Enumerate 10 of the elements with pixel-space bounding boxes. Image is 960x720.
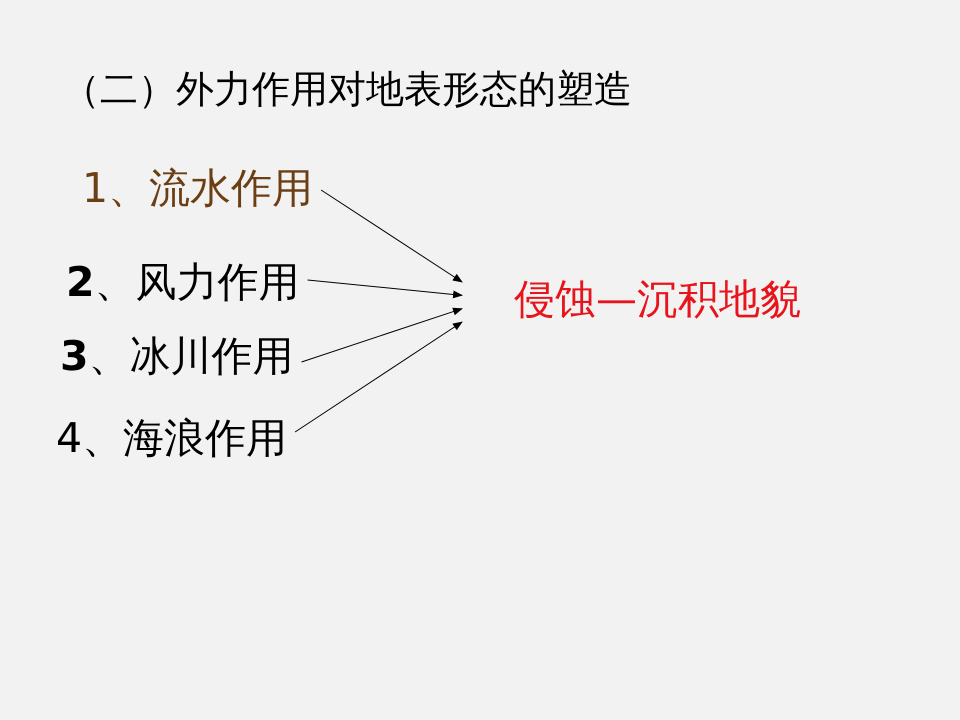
process-label: 4、海浪作用	[56, 416, 288, 462]
process-label: 3、冰川作用	[60, 334, 294, 380]
arrow	[294, 321, 463, 432]
arrow	[307, 280, 463, 298]
process-label: 1、流水作用	[82, 166, 314, 212]
slide-title: （二）外力作用对地表形态的塑造	[62, 66, 632, 113]
arrow	[320, 190, 463, 283]
result-label: 侵蚀—沉积地貌	[514, 277, 801, 323]
process-label: 2、风力作用	[66, 260, 300, 306]
arrow	[301, 308, 463, 362]
